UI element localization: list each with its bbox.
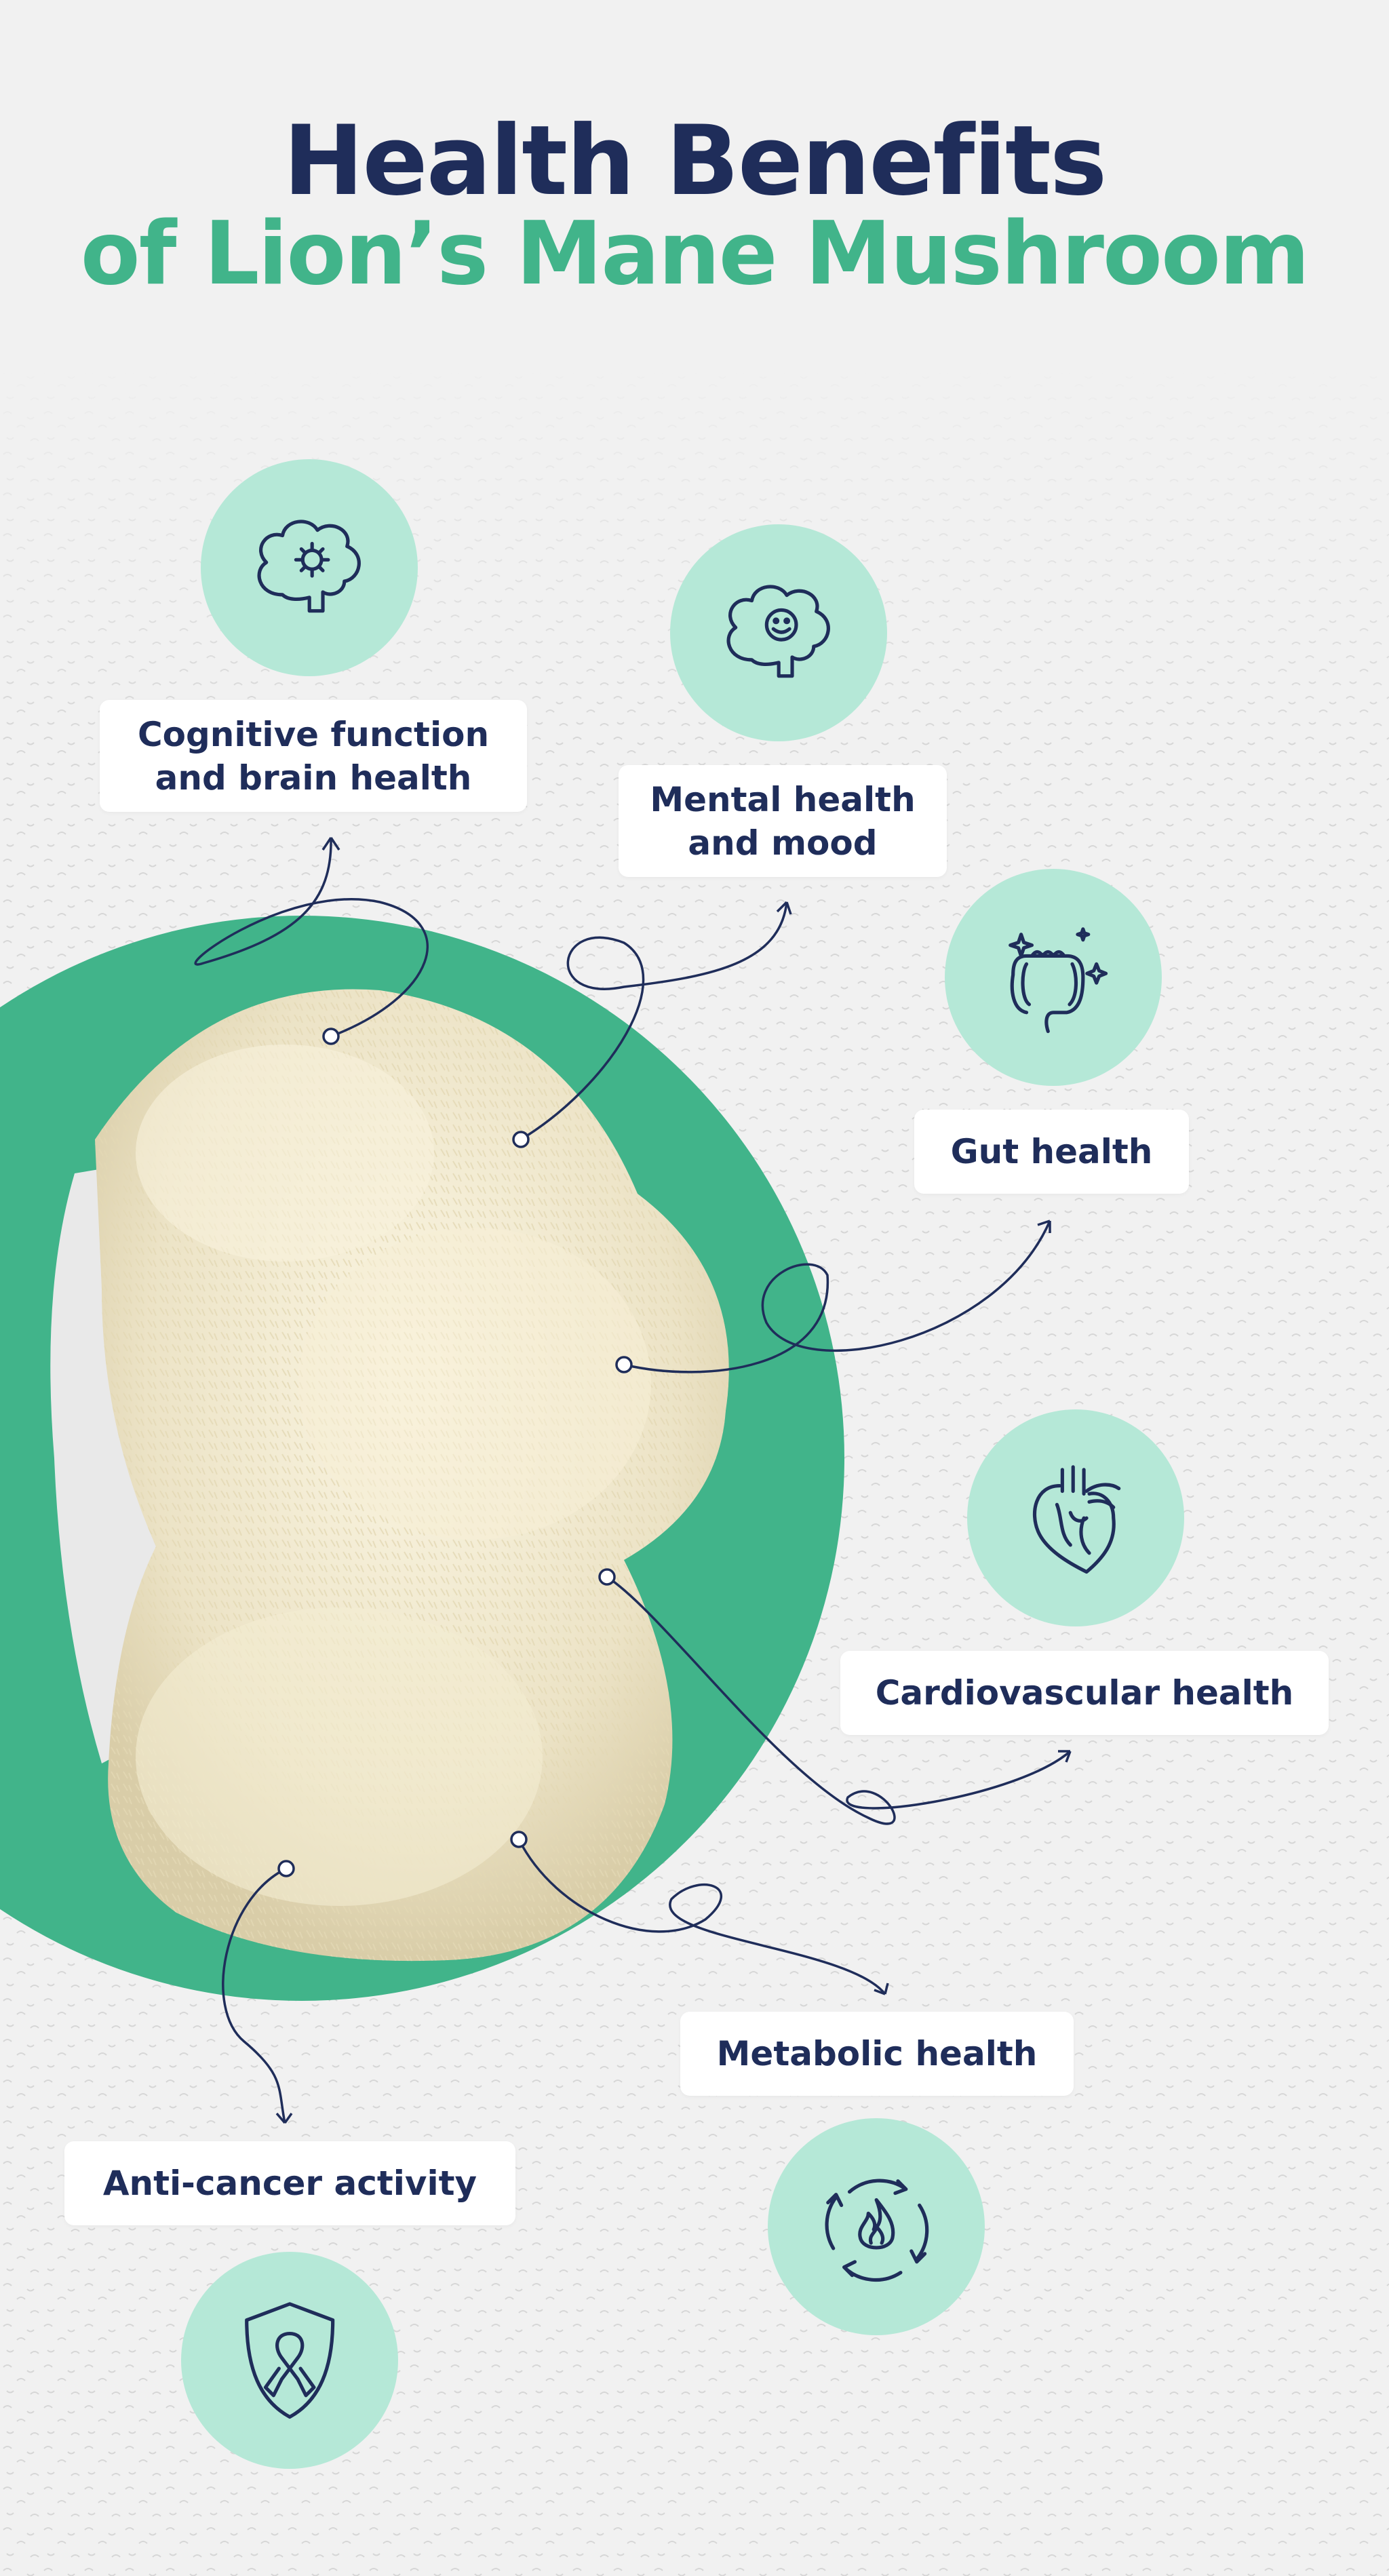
page-subtitle: of Lion’s Mane Mushroom: [80, 203, 1310, 305]
benefit-label-line: Gut health: [950, 1132, 1153, 1171]
benefit-label-mental: Mental health and mood: [619, 765, 947, 877]
benefit-label-metabolic: Metabolic health: [680, 2012, 1074, 2096]
flame-cycle-icon: [768, 2118, 985, 2335]
benefit-label-line: and brain health: [155, 758, 472, 798]
benefit-label-line: and mood: [688, 823, 878, 863]
benefit-label-line: Anti-cancer activity: [102, 2164, 477, 2203]
benefit-label-line: Cognitive function: [137, 714, 490, 754]
benefit-label-line: Metabolic health: [716, 2034, 1038, 2073]
heart-icon: [967, 1409, 1184, 1626]
connector-lines: [194, 837, 1072, 2124]
benefit-label-anti-cancer: Anti-cancer activity: [64, 2141, 515, 2225]
brain-gear-icon: [201, 459, 418, 676]
benefit-label-cognitive: Cognitive function and brain health: [100, 700, 527, 812]
ribbon-shield-icon: [181, 2252, 398, 2469]
mushroom-image: [50, 989, 729, 1962]
intestine-sparkle-icon: [945, 869, 1162, 1086]
benefit-label-line: Cardiovascular health: [875, 1673, 1294, 1713]
benefit-label-cardiovascular: Cardiovascular health: [840, 1651, 1329, 1735]
brain-smile-icon: [670, 524, 887, 741]
page-title: Health Benefits: [283, 105, 1108, 217]
benefit-label-line: Mental health: [650, 779, 916, 819]
benefit-label-gut: Gut health: [914, 1110, 1189, 1194]
